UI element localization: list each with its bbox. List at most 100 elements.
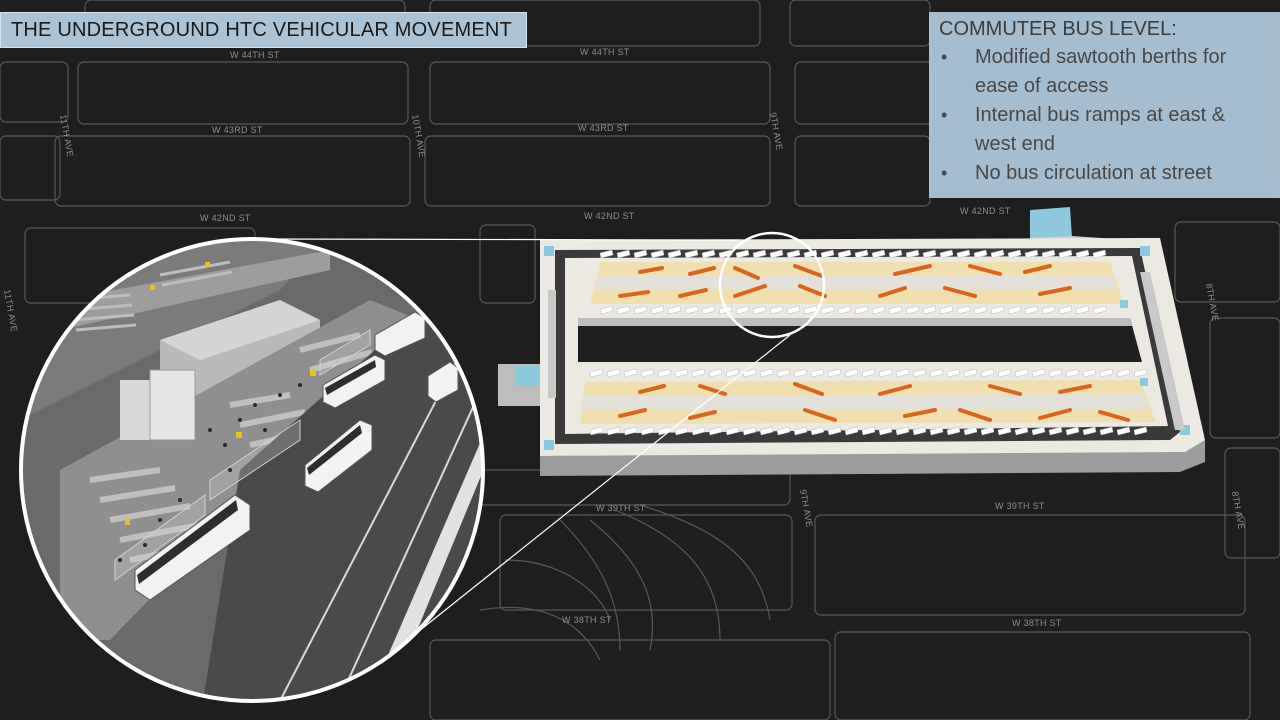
bus-berth [820, 305, 835, 315]
bus-berth [776, 368, 791, 378]
bus-berth [589, 426, 604, 436]
bus-berth [963, 426, 978, 436]
magnified-inset [21, 239, 483, 701]
bus-berth [946, 426, 961, 436]
bus-berth [997, 426, 1012, 436]
info-item-text: Internal bus ramps at east & west end [975, 104, 1226, 155]
street-label-w39-west: W 39TH ST [596, 503, 646, 513]
bus-berth [1024, 305, 1039, 315]
bus-berth [895, 426, 910, 436]
bus-berth [878, 426, 893, 436]
bus-berth [1058, 249, 1073, 259]
bus-berth [963, 368, 978, 378]
bus-berth [844, 426, 859, 436]
bus-berth [667, 305, 682, 315]
bus-berth [616, 305, 631, 315]
bus-berth [1041, 249, 1056, 259]
west-bus-ramp [548, 290, 556, 398]
bus-berth [633, 249, 648, 259]
bus-berth [650, 305, 665, 315]
magnifier-connector-bottom [413, 334, 791, 636]
bus-berth [973, 305, 988, 315]
bus-berth [980, 368, 995, 378]
bus-berth [1014, 368, 1029, 378]
bus-berth [1065, 368, 1080, 378]
bus-berth [708, 426, 723, 436]
bus-berth [793, 368, 808, 378]
bus-berth [718, 249, 733, 259]
bus-berth [1075, 305, 1090, 315]
central-void [578, 318, 1142, 362]
bus-berth [606, 426, 621, 436]
east-bus-ramp [1140, 272, 1185, 430]
bus-berth [871, 249, 886, 259]
bullet-icon: • [941, 163, 948, 183]
bus-berth [674, 426, 689, 436]
bus-berth [786, 249, 801, 259]
bus-berth [1092, 249, 1107, 259]
bus-berth [997, 368, 1012, 378]
bus-berth [1082, 426, 1097, 436]
info-list-item: • Internal bus ramps at east & west end [939, 101, 1270, 159]
bus-berth [861, 368, 876, 378]
bus-berth [837, 249, 852, 259]
bus-berth [929, 426, 944, 436]
bus-berth [1007, 249, 1022, 259]
street-label-8th-ave-south: 8TH AVE [1230, 491, 1247, 531]
info-list-item: • No bus circulation at street [939, 159, 1270, 188]
street-label-w43-east: W 43RD ST [578, 123, 629, 133]
bus-berth [1116, 368, 1131, 378]
bus-berth [956, 305, 971, 315]
bus-berth [640, 426, 655, 436]
bus-berth [623, 426, 638, 436]
bullet-icon: • [941, 105, 948, 125]
bus-berth [640, 368, 655, 378]
bus-berth [769, 305, 784, 315]
street-label-w42-east: W 42ND ST [960, 206, 1011, 216]
bus-berth [1031, 426, 1046, 436]
bus-berth [895, 368, 910, 378]
bus-berth [922, 249, 937, 259]
street-label-9th-ave-south: 9TH AVE [798, 489, 815, 529]
bus-berth [786, 305, 801, 315]
street-label-w42-west: W 42ND ST [200, 213, 251, 223]
bus-berth [871, 305, 886, 315]
bus-berth [599, 249, 614, 259]
bus-berth [742, 426, 757, 436]
bus-berth [759, 368, 774, 378]
info-panel: COMMUTER BUS LEVEL: • Modified sawtooth … [929, 12, 1280, 198]
bus-berth [1092, 305, 1107, 315]
bus-berth [1014, 426, 1029, 436]
bus-berth [1082, 368, 1097, 378]
bus-berth [854, 249, 869, 259]
terminal-annex-blue [1030, 207, 1072, 240]
street-label-w39-east: W 39TH ST [995, 501, 1045, 511]
bus-berth [980, 426, 995, 436]
bus-berth [776, 426, 791, 436]
bus-berth [599, 305, 614, 315]
bus-berth [956, 249, 971, 259]
bus-berth [725, 426, 740, 436]
bus-berth [1031, 368, 1046, 378]
bus-berth [701, 305, 716, 315]
bus-berth [691, 368, 706, 378]
bus-berth [793, 426, 808, 436]
bus-berth [684, 305, 699, 315]
street-label-w42-mid: W 42ND ST [584, 211, 635, 221]
bus-berth [589, 368, 604, 378]
info-heading: COMMUTER BUS LEVEL: [939, 18, 1177, 40]
bus-berth [1099, 368, 1114, 378]
bus-berth [837, 305, 852, 315]
bus-berth [888, 305, 903, 315]
bus-berth [1024, 249, 1039, 259]
bus-berth [691, 426, 706, 436]
bus-berth [752, 249, 767, 259]
bus-berth [827, 426, 842, 436]
bus-berth [878, 368, 893, 378]
street-label-11th-ave-south: 11TH AVE [2, 289, 19, 333]
bus-berth [973, 249, 988, 259]
info-item-text: No bus circulation at street [975, 162, 1212, 184]
bus-berth [633, 305, 648, 315]
bus-berth [929, 368, 944, 378]
